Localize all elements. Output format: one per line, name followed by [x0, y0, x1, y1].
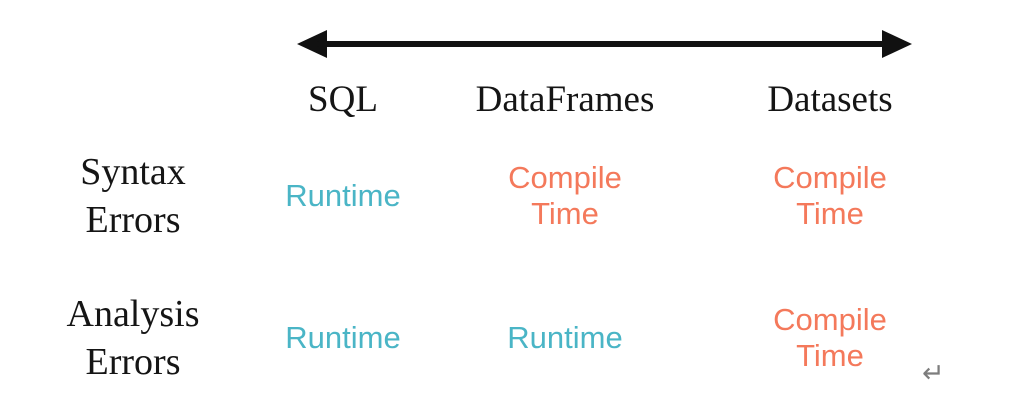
row-label-syntax-errors: Syntax Errors	[80, 151, 186, 241]
column-header-sql: SQL	[308, 78, 378, 120]
bidirectional-arrow	[297, 30, 912, 58]
column-header-dataframes: DataFrames	[475, 78, 655, 120]
cell-analysis-sql: Runtime	[285, 320, 401, 355]
arrow-right-head-icon	[882, 30, 912, 58]
cell-analysis-datasets: Compile Time	[773, 302, 887, 373]
cell-syntax-sql: Runtime	[285, 178, 401, 213]
cell-syntax-dataframes: Compile Time	[508, 160, 622, 231]
arrow-shaft	[317, 41, 892, 47]
row-label-analysis-errors: Analysis Errors	[66, 293, 200, 383]
column-header-datasets: Datasets	[767, 78, 893, 120]
carriage-return-icon: ↵	[922, 358, 945, 389]
cell-analysis-dataframes: Runtime	[507, 320, 623, 355]
cell-syntax-datasets: Compile Time	[773, 160, 887, 231]
